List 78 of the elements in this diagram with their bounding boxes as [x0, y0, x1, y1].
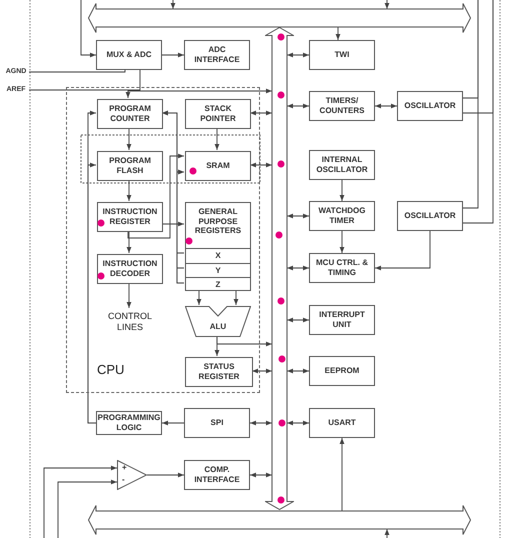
block-box: SPI	[184, 408, 250, 438]
block-box: WATCHDOG TIMER	[309, 201, 375, 231]
wire	[462, 0, 494, 224]
arrow	[128, 154, 184, 238]
block-box: EEPROM	[309, 356, 375, 386]
arrow	[250, 472, 272, 478]
arrow	[234, 290, 238, 306]
arrow	[250, 162, 272, 168]
register-row: X	[185, 248, 251, 263]
arrow	[252, 368, 272, 374]
register-file-label: GENERAL PURPOSE REGISTERS	[194, 207, 242, 236]
block-box: OSCILLATOR	[397, 201, 463, 231]
block-box: SRAM	[185, 151, 251, 181]
arrow	[162, 52, 184, 58]
signal-label: CONTROL LINES	[99, 309, 161, 335]
bus-arrow	[88, 505, 471, 535]
block-box: INSTRUCTION DECODER	[97, 254, 163, 284]
arrow	[340, 438, 344, 512]
arrow	[384, 528, 390, 538]
block-box: OSCILLATOR	[397, 91, 463, 121]
block-box: USART	[309, 408, 375, 438]
block-box: ADC INTERFACE	[184, 40, 250, 70]
arrow	[170, 0, 176, 10]
wire	[28, 70, 126, 72]
cpu-region	[66, 87, 260, 393]
block-box: PROGRAMMING LOGIC	[96, 411, 162, 435]
arrow	[336, 26, 340, 40]
arrow	[286, 104, 310, 108]
arrow	[250, 110, 272, 116]
region-title: CPU	[97, 361, 124, 379]
register-file-box	[185, 202, 251, 291]
arrow	[58, 480, 118, 538]
wire	[462, 0, 478, 208]
arrow	[126, 230, 132, 254]
arrow	[286, 52, 310, 58]
block-box: MUX & ADC	[96, 40, 162, 70]
arrow	[374, 104, 398, 108]
block-box: TIMERS/ COUNTERS	[309, 91, 375, 121]
bus-arrow	[88, 3, 471, 33]
arrow	[126, 128, 132, 150]
register-row: Y	[185, 263, 251, 277]
block-box: PROGRAM COUNTER	[97, 99, 163, 129]
arrow	[384, 0, 390, 10]
comparator-symbol: + -	[117, 460, 147, 490]
arrow	[162, 222, 184, 226]
arrow	[216, 336, 272, 346]
wire	[28, 70, 140, 90]
arrow	[286, 318, 310, 322]
arrow	[126, 282, 132, 308]
bus-arrow	[265, 27, 294, 510]
arrow	[88, 162, 96, 424]
arrow	[340, 230, 344, 254]
arrow	[126, 180, 132, 202]
block-box: STATUS REGISTER	[185, 357, 253, 387]
arrow	[80, 0, 96, 58]
block-box: INTERRUPT UNIT	[309, 305, 375, 335]
arrow	[214, 128, 220, 150]
arrow	[286, 214, 310, 218]
register-row: Z	[185, 277, 251, 292]
arrow	[286, 420, 310, 426]
arrow	[286, 368, 310, 374]
block-box: PROGRAM FLASH	[97, 151, 163, 181]
block-box: TWI	[309, 40, 375, 70]
arrow	[250, 420, 272, 426]
block-box: INTERNAL OSCILLATOR	[309, 150, 375, 180]
arrow	[340, 180, 344, 202]
block-box: MCU CTRL. & TIMING	[309, 253, 375, 283]
block-box: INSTRUCTION REGISTER	[97, 202, 163, 232]
arrow	[286, 266, 310, 270]
arrow	[196, 290, 202, 306]
arrow	[374, 230, 430, 270]
arrow	[162, 420, 184, 426]
block-box: COMP. INTERFACE	[184, 460, 250, 490]
arrow	[126, 88, 272, 98]
arrow	[146, 472, 184, 478]
alu-symbol: ALU	[185, 306, 251, 337]
arrow	[44, 466, 118, 538]
block-box: STACK POINTER	[185, 99, 251, 129]
